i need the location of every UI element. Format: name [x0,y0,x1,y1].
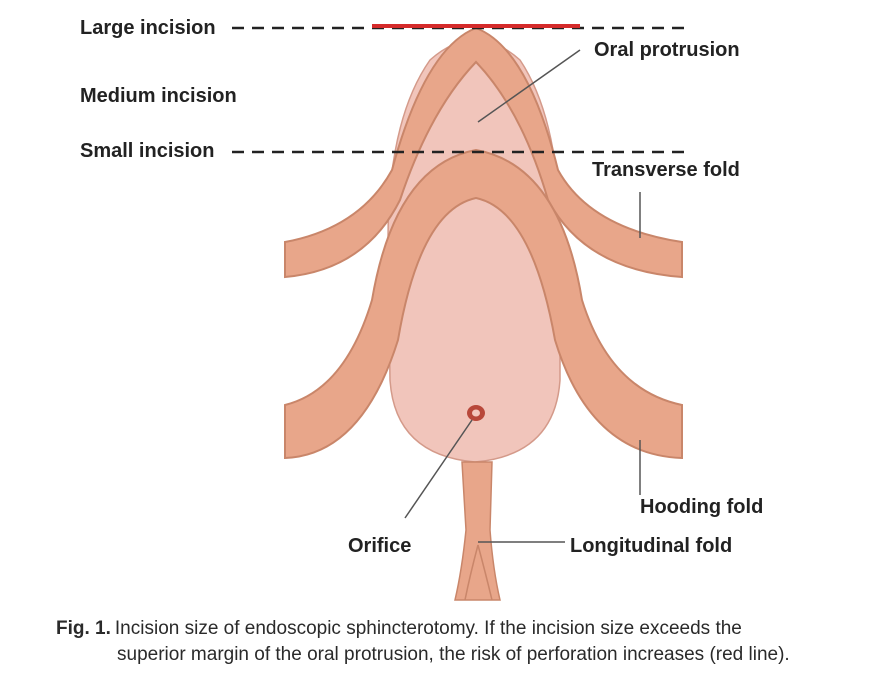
label-transverse-fold: Transverse fold [592,159,740,181]
label-large-incision: Large incision [80,17,216,39]
orifice-hole [472,409,480,417]
oral-protrusion-leader [477,49,581,123]
caption-line-2: superior margin of the oral protrusion, … [117,644,790,665]
figure-caption: Fig. 1.Incision size of endoscopic sphin… [56,616,856,668]
longitudinal-fold [454,461,501,601]
label-small-incision: Small incision [80,140,215,162]
label-medium-incision: Medium incision [80,85,237,107]
hooding-fold [284,148,683,460]
caption-line-1: Incision size of endoscopic sphincteroto… [114,618,742,639]
label-orifice: Orifice [348,535,412,557]
label-longitudinal-fold: Longitudinal fold [570,535,733,557]
orifice-leader [404,419,473,519]
label-hooding-fold: Hooding fold [640,496,764,518]
caption-figure-number: Fig. 1. [56,618,111,639]
longitudinal-fold-split [464,544,493,601]
label-oral-protrusion: Oral protrusion [594,39,740,61]
